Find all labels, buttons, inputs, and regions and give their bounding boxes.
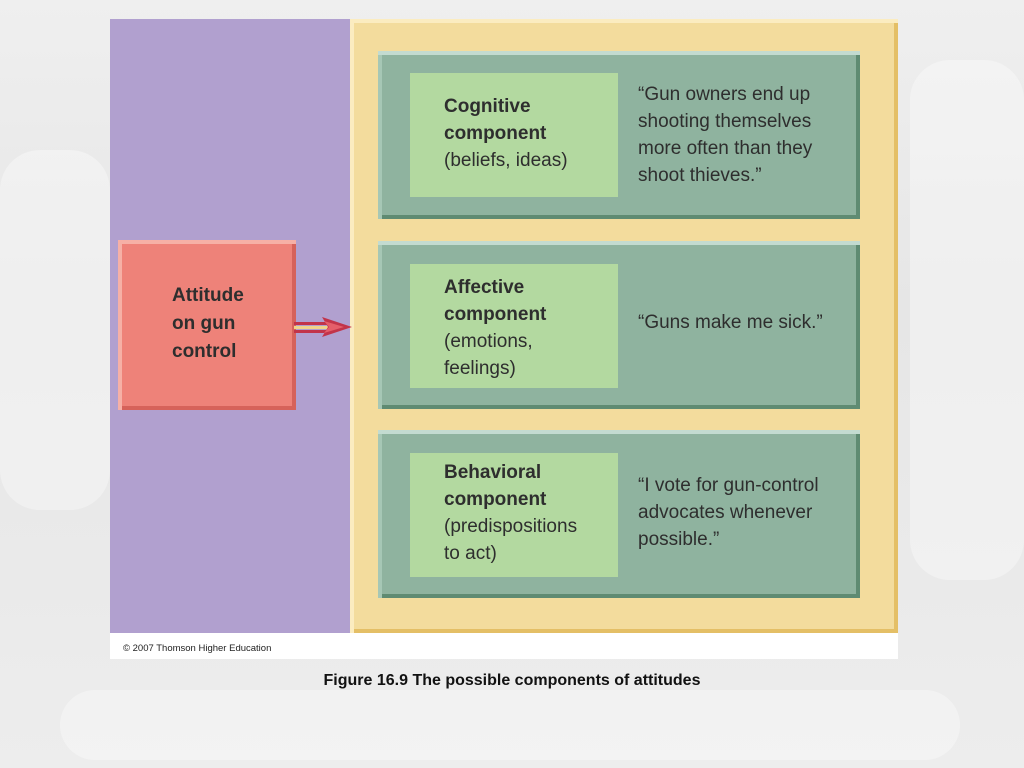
component-detail: feelings)	[444, 358, 516, 379]
figure-caption: Figure 16.9 The possible components of a…	[323, 672, 701, 689]
component-title: Affective	[444, 277, 525, 298]
arrow-icon	[294, 317, 352, 337]
component-title: component	[444, 489, 547, 510]
cognitive-panel: Cognitive component (beliefs, ideas) “Gu…	[378, 51, 860, 219]
copyright-text: © 2007 Thomson Higher Education	[123, 643, 272, 654]
component-title: Cognitive	[444, 96, 531, 117]
component-detail: (predispositions	[444, 516, 578, 537]
component-title: Behavioral	[444, 462, 542, 483]
affective-quote: “Guns make me sick.”	[638, 312, 823, 333]
affective-panel: Affective component (emotions, feelings)…	[378, 241, 860, 409]
attitude-line: on gun	[172, 313, 236, 334]
attitude-box: Attitude on gun control	[118, 240, 296, 410]
behavioral-label-box: Behavioral component (predispositions to…	[410, 453, 618, 577]
component-title: component	[444, 123, 547, 144]
behavioral-panel: Behavioral component (predispositions to…	[378, 430, 860, 598]
affective-label-box: Affective component (emotions, feelings)	[410, 264, 618, 388]
background-shape	[60, 690, 960, 760]
behavioral-quote: “I vote for gun-control advocates whenev…	[638, 475, 819, 550]
attitude-line: Attitude	[172, 285, 244, 306]
cognitive-quote: “Gun owners end up shooting themselves m…	[638, 84, 813, 186]
component-detail: (beliefs, ideas)	[444, 150, 568, 171]
component-title: component	[444, 304, 547, 325]
cognitive-label-box: Cognitive component (beliefs, ideas)	[410, 73, 618, 197]
background-shape	[910, 60, 1024, 580]
component-detail: to act)	[444, 543, 497, 564]
figure: Attitude on gun control Cognitive compon…	[110, 19, 898, 659]
attitude-line: control	[172, 341, 237, 362]
background-shape	[0, 150, 110, 510]
component-detail: (emotions,	[444, 331, 533, 352]
